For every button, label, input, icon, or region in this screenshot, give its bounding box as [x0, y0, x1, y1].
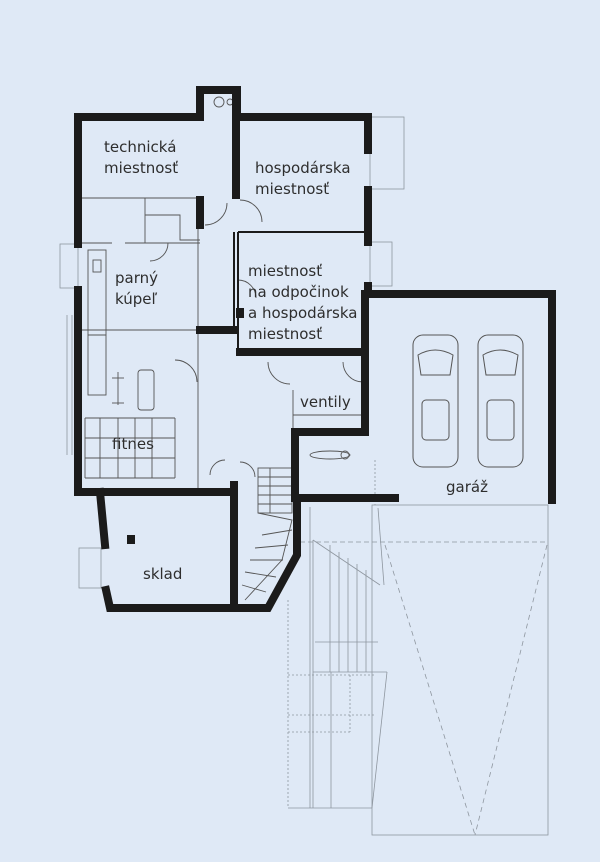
label-line: miestnosť: [248, 262, 323, 280]
room-label-technical: technická miestnosť: [104, 137, 178, 179]
room-label-garage: garáž: [446, 478, 488, 496]
label-line: miestnosť: [255, 180, 330, 198]
room-label-storage: sklad: [143, 565, 183, 583]
car-icon: [477, 334, 524, 468]
label-line: technická: [104, 138, 177, 156]
label-line: parný: [115, 269, 159, 287]
label-line: na odpočinok: [248, 283, 349, 301]
room-label-valves: ventily: [300, 393, 351, 411]
label-line: miestnosť: [104, 159, 179, 177]
room-label-steam: parný kúpeľ: [115, 268, 158, 310]
thin-walls: [233, 231, 366, 352]
label-line: miestnosť: [248, 325, 323, 343]
site-lines: [59, 116, 549, 836]
label-line: hospodárska: [255, 159, 351, 177]
label-line: a hospodárska: [248, 304, 358, 322]
label-line: kúpeľ: [115, 290, 158, 308]
walls: [74, 86, 556, 612]
column: [127, 535, 135, 544]
room-label-utility: hospodárska miestnosť: [255, 158, 351, 200]
room-label-rest: miestnosť na odpočinok a hospodárska mie…: [248, 261, 357, 345]
column: [236, 308, 244, 318]
car-icon: [412, 334, 459, 468]
room-label-fitness: fitnes: [112, 435, 154, 453]
